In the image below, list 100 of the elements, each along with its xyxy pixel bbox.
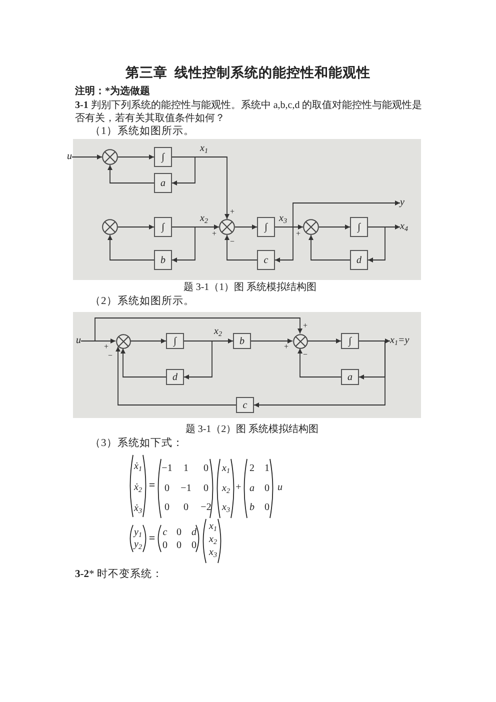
matrix-entry: 1	[184, 464, 188, 474]
signal-arrow	[307, 338, 342, 344]
signal-arrow	[130, 338, 166, 344]
output-signal-label: x$_{1}$=y	[390, 334, 410, 348]
matrix-entry: 0	[204, 464, 208, 474]
integrator-block: ∫	[257, 217, 275, 237]
signal-arrow	[172, 226, 196, 262]
matrix-entry: b	[250, 503, 254, 513]
integrator-block: ∫	[350, 217, 368, 237]
matrix-entry: 2	[250, 464, 254, 474]
matrix-entry: 0	[164, 503, 170, 513]
integrator-block: ∫	[341, 333, 359, 349]
matrix-entry: 0	[176, 541, 182, 551]
signal-arrow	[72, 154, 102, 160]
vector-entry: ẋ$_{1}$	[134, 462, 142, 472]
signal-arrow	[368, 226, 386, 262]
signal-arrow	[108, 234, 154, 260]
polarity-sign: +	[284, 342, 289, 352]
problem-heading: 3-2* 时不变系统：	[75, 569, 163, 582]
matrix-entry: a	[250, 484, 254, 494]
polarity-sign: −	[108, 351, 113, 361]
matrix-entry: c	[162, 528, 168, 538]
signal-arrow	[80, 318, 302, 342]
signal-arrow	[116, 346, 236, 406]
note-text: 注明：*为选做题	[75, 86, 150, 98]
signal-arrow	[120, 348, 166, 378]
vector-entry: ẋ$_{2}$	[134, 483, 142, 493]
signal-arrow	[308, 234, 350, 260]
signal-label: x$_{1}$	[200, 143, 208, 155]
polarity-sign: −	[303, 350, 308, 360]
subproblem-heading: （1）系统如图所示。	[90, 126, 194, 139]
matrix-entry: 0	[192, 541, 196, 551]
gain-block: b	[154, 250, 172, 270]
output-signal-label: x$_{4}$	[400, 220, 408, 234]
matrix-entry: 0	[204, 484, 208, 494]
vector-entry: y$_{2}$	[134, 540, 142, 550]
vector-entry: x$_{1}$	[209, 522, 217, 532]
polarity-sign: −	[230, 237, 235, 247]
polarity-sign: +	[212, 229, 217, 239]
input-signal-label: u	[67, 150, 72, 164]
matrix-entry: −2	[200, 503, 212, 513]
gain-block: c	[257, 250, 275, 270]
output-signal-label: y	[400, 196, 404, 210]
signal-arrow	[172, 224, 220, 230]
gain-block: d	[166, 369, 184, 385]
equals-sign: =	[148, 480, 156, 492]
matrix-entry: 0	[184, 503, 188, 513]
vector-entry: x$_{2}$	[209, 535, 217, 545]
gain-block: d	[350, 250, 368, 270]
signal-arrow	[118, 224, 154, 230]
vector-entry: x$_{3}$	[222, 503, 230, 513]
signal-arrow	[368, 224, 400, 230]
equals-sign: =	[148, 534, 156, 544]
signal-arrow	[172, 156, 230, 220]
gain-block: b	[233, 333, 251, 349]
signal-arrow	[250, 338, 293, 344]
polarity-sign: +	[296, 229, 301, 239]
signal-arrow	[184, 340, 212, 380]
vector-entry: x$_{1}$	[222, 464, 230, 474]
signal-arrow	[298, 348, 342, 378]
page-title: 第三章 线性控制系统的能控性和能观性	[126, 65, 370, 82]
integrator-block: ∫	[154, 147, 172, 167]
figure-caption: 题 3-1（1）图 系统模拟结构图	[183, 282, 317, 294]
matrix-entry: 0	[264, 484, 270, 494]
problem-statement: 3-1 判别下列系统的能控性与能观性。系统中 a,b,c,d 的取值对能控性与能观性是否有关，若有关其取值条件如何？	[75, 100, 424, 125]
matrix-entry: 0	[164, 484, 170, 494]
matrix-entry: −1	[180, 484, 192, 494]
matrix-entry: 0	[176, 528, 182, 538]
input-variable: u	[278, 483, 282, 493]
gain-block: a	[341, 369, 359, 385]
polarity-sign: +	[230, 207, 235, 217]
polarity-sign: +	[104, 342, 109, 352]
vector-entry: x$_{3}$	[209, 548, 217, 558]
signal-label: x$_{2}$	[214, 326, 222, 338]
subproblem-heading: （2）系统如图所示。	[90, 296, 194, 309]
integrator-block: ∫	[166, 333, 184, 349]
vector-entry: y$_{1}$	[134, 528, 142, 538]
polarity-sign: +	[303, 321, 308, 331]
signal-arrow	[318, 224, 350, 230]
signal-arrow	[234, 224, 258, 230]
gain-block: a	[154, 173, 172, 193]
subproblem-heading: （3）系统如下式：	[90, 438, 184, 451]
vector-entry: x$_{2}$	[222, 484, 230, 494]
signal-arrow	[224, 234, 258, 260]
signal-arrow	[118, 154, 154, 160]
matrix-entry: 0	[264, 503, 270, 513]
signal-arrow	[108, 164, 154, 184]
signal-arrow	[274, 226, 294, 262]
signal-label: x$_{2}$	[200, 213, 208, 225]
signal-label: x$_{3}$	[279, 213, 287, 225]
figure-caption: 题 3-1（2）图 系统模拟结构图	[185, 424, 319, 436]
matrix-entry: −1	[162, 464, 172, 474]
signal-arrow	[274, 200, 400, 228]
gain-block: c	[236, 397, 254, 413]
matrix-entry: 1	[264, 464, 270, 474]
integrator-block: ∫	[154, 217, 172, 237]
signal-arrow	[254, 340, 386, 408]
plus-sign: +	[236, 483, 242, 493]
matrix-entry: d	[192, 528, 196, 538]
input-signal-label: u	[76, 334, 81, 348]
